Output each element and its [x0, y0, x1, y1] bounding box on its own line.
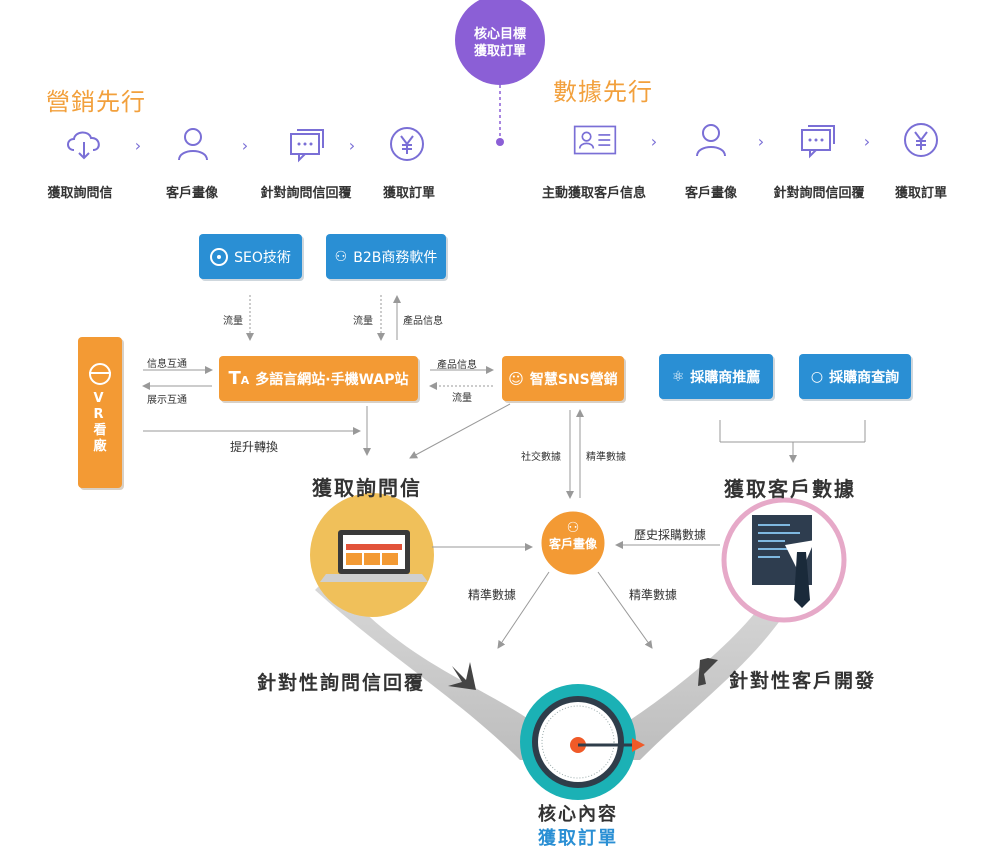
chat-icon — [290, 129, 324, 163]
chevron-right-icon: › — [757, 132, 765, 151]
vr-char-3: 看 — [93, 423, 107, 438]
marketing-step-4: 獲取訂單 — [382, 186, 436, 201]
core-content-line1: 核心內容 — [538, 804, 618, 825]
atom-icon: ⚛ — [671, 368, 685, 385]
core-content-label: 核心內容 獲取訂單 — [518, 803, 638, 851]
seo-box: SEO技術 — [199, 234, 302, 279]
b2b-box: ⚇ B2B商務軟件 — [326, 234, 446, 279]
core-target-line1: 核心目標 — [473, 27, 526, 42]
seo-label: SEO技術 — [234, 249, 291, 266]
targeted-dev-heading: 針對性客戶開發 — [729, 670, 877, 692]
smile-icon: ☺ — [508, 369, 524, 388]
history-data-label: 歷史採購數據 — [634, 528, 707, 542]
chevron-right-icon: › — [650, 132, 658, 151]
network-icon: ⚇ — [334, 248, 348, 265]
social-data-label: 社交數據 — [521, 452, 561, 463]
promote-label: 提升轉換 — [230, 440, 279, 454]
target-icon — [210, 247, 229, 266]
flow-label-2: 流量 — [353, 316, 373, 327]
user-icon — [178, 128, 208, 161]
funnel-shape — [315, 575, 800, 760]
persona-circle — [538, 508, 608, 578]
get-inquiry-heading: 獲取詢問信 — [312, 476, 422, 500]
core-target-circle — [455, 0, 545, 85]
persona-node: ⚇ 客戶畫像 — [540, 521, 606, 552]
data-step-4: 獲取訂單 — [894, 186, 948, 201]
recommend-box: ⚛ 採購商推薦 — [659, 354, 773, 399]
search-icon: ○ — [810, 368, 824, 385]
persona-label: 客戶畫像 — [548, 537, 597, 551]
data-step-1: 主動獲取客戶信息 — [541, 186, 647, 201]
core-target-line2: 獲取訂單 — [473, 44, 526, 59]
chevron-right-icon: › — [134, 136, 142, 155]
user-icon: ⚇ — [566, 520, 580, 536]
core-target-label: 核心目標 獲取訂單 — [455, 26, 545, 60]
marketing-step-2: 客戶畫像 — [165, 186, 219, 201]
vr-char-2: R — [93, 407, 104, 422]
chevron-right-icon: › — [348, 136, 356, 155]
vr-factory-box: V R 看 廠 — [78, 337, 122, 488]
b2b-label: B2B商務軟件 — [353, 249, 438, 266]
core-content-line2: 獲取訂單 — [538, 828, 618, 849]
reply-arrow-icon — [448, 662, 476, 690]
sns-box: ☺ 智慧SNS營銷 — [502, 356, 624, 401]
id-card-icon — [573, 125, 617, 155]
query-box: ○ 採購商查詢 — [799, 354, 911, 399]
recommend-label: 採購商推薦 — [690, 369, 761, 386]
yen-icon — [390, 127, 424, 161]
query-label: 採購商查詢 — [829, 369, 900, 386]
chevron-right-icon: › — [863, 132, 871, 151]
flow-label-3: 流量 — [452, 393, 472, 404]
vr-char-1: V — [93, 391, 104, 406]
marketing-title: 營銷先行 — [46, 88, 146, 116]
data-step-2: 客戶畫像 — [684, 186, 738, 201]
marketing-step-3: 針對詢問信回覆 — [260, 186, 352, 201]
chevron-right-icon: › — [241, 136, 249, 155]
data-first-title: 數據先行 — [553, 78, 653, 106]
vr-headset-icon — [89, 363, 111, 385]
data-step-3: 針對詢問信回覆 — [773, 186, 865, 201]
chat-icon — [801, 125, 835, 159]
show-exchange-label: 展示互通 — [147, 395, 187, 406]
user-icon — [696, 124, 726, 157]
targeted-reply-heading: 針對性詢問信回覆 — [257, 672, 426, 694]
precise-data-label-1: 精準數據 — [586, 452, 626, 463]
info-exchange-label: 信息互通 — [147, 359, 187, 370]
website-box: TA 多語言網站·手機WAP站 — [219, 356, 418, 401]
sns-label: 智慧SNS營銷 — [529, 371, 618, 388]
product-info-label-2: 產品信息 — [437, 360, 477, 371]
vr-char-4: 廠 — [93, 439, 107, 454]
precise-data-label-2: 精準數據 — [468, 588, 517, 602]
marketing-step-1: 獲取詢問信 — [47, 186, 113, 201]
flow-label-1: 流量 — [223, 316, 243, 327]
website-label: 多語言網站·手機WAP站 — [255, 371, 409, 388]
dev-arrow-icon — [698, 658, 718, 686]
cloud-download-icon — [67, 131, 100, 160]
ta-logo-icon: TA — [228, 368, 250, 389]
precise-data-label-3: 精準數據 — [629, 588, 678, 602]
yen-icon — [904, 123, 938, 157]
get-customer-data-heading: 獲取客戶數據 — [724, 477, 856, 501]
product-info-label-1: 產品信息 — [403, 316, 443, 327]
